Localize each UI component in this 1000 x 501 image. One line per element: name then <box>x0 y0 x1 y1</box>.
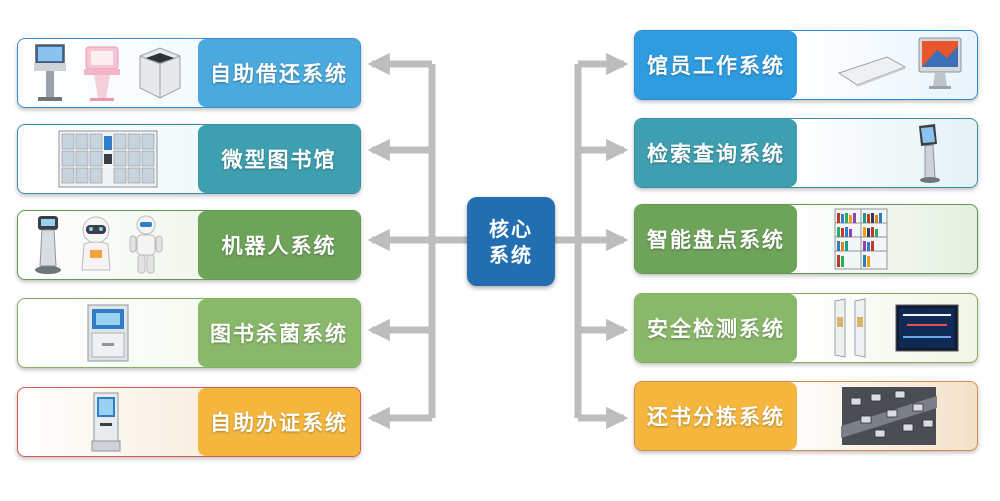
box-micro-library: 微型图书馆 <box>17 124 361 194</box>
box-sterilizer: 图书杀菌系统 <box>17 298 361 368</box>
box-inventory: 智能盘点系统 <box>634 204 978 274</box>
micro-library-cabinet-icon <box>58 130 158 188</box>
monitor-screen-icon <box>895 304 959 352</box>
label-card-issuing: 自助办证系统 <box>198 388 360 456</box>
humanoid-robot-icon <box>129 215 163 274</box>
guide-robot-icon <box>35 216 61 274</box>
label-micro-library: 微型图书馆 <box>198 125 360 193</box>
book-sterilizer-icon <box>87 304 129 362</box>
box-card-issuing: 自助办证系统 <box>17 387 361 457</box>
service-robot-icon <box>81 216 111 271</box>
book-return-box-icon <box>139 47 181 99</box>
label-robot: 机器人系统 <box>198 211 360 279</box>
box-self-checkout: 自助借还系统 <box>17 38 361 108</box>
core-label-line2: 系统 <box>489 242 533 267</box>
core-system-node: 核心 系统 <box>467 197 555 286</box>
label-sterilizer: 图书杀菌系统 <box>198 299 360 367</box>
label-staff-work: 馆员工作系统 <box>635 31 797 99</box>
bookshelf-icon <box>834 208 888 270</box>
sorting-conveyor-icon <box>841 387 937 445</box>
card-issuing-kiosk-icon <box>91 392 121 452</box>
label-inventory: 智能盘点系统 <box>635 205 797 273</box>
query-kiosk-icon <box>919 124 940 183</box>
core-label-line1: 核心 <box>489 216 533 241</box>
box-security: 安全检测系统 <box>634 293 978 363</box>
label-security: 安全检测系统 <box>635 294 797 362</box>
box-robot: 机器人系统 <box>17 210 361 280</box>
box-search-query: 检索查询系统 <box>634 118 978 188</box>
label-sorting: 还书分拣系统 <box>635 382 797 450</box>
box-staff-work: 馆员工作系统 <box>634 30 978 100</box>
imac-computer-icon <box>918 37 962 89</box>
security-gate-icon <box>834 298 866 358</box>
workstation-pad-icon <box>837 56 907 87</box>
label-self-checkout: 自助借还系统 <box>198 39 360 107</box>
box-sorting: 还书分拣系统 <box>634 381 978 451</box>
self-service-kiosk-icon <box>34 44 66 101</box>
pink-kiosk-icon <box>84 46 120 101</box>
label-search-query: 检索查询系统 <box>635 119 797 187</box>
